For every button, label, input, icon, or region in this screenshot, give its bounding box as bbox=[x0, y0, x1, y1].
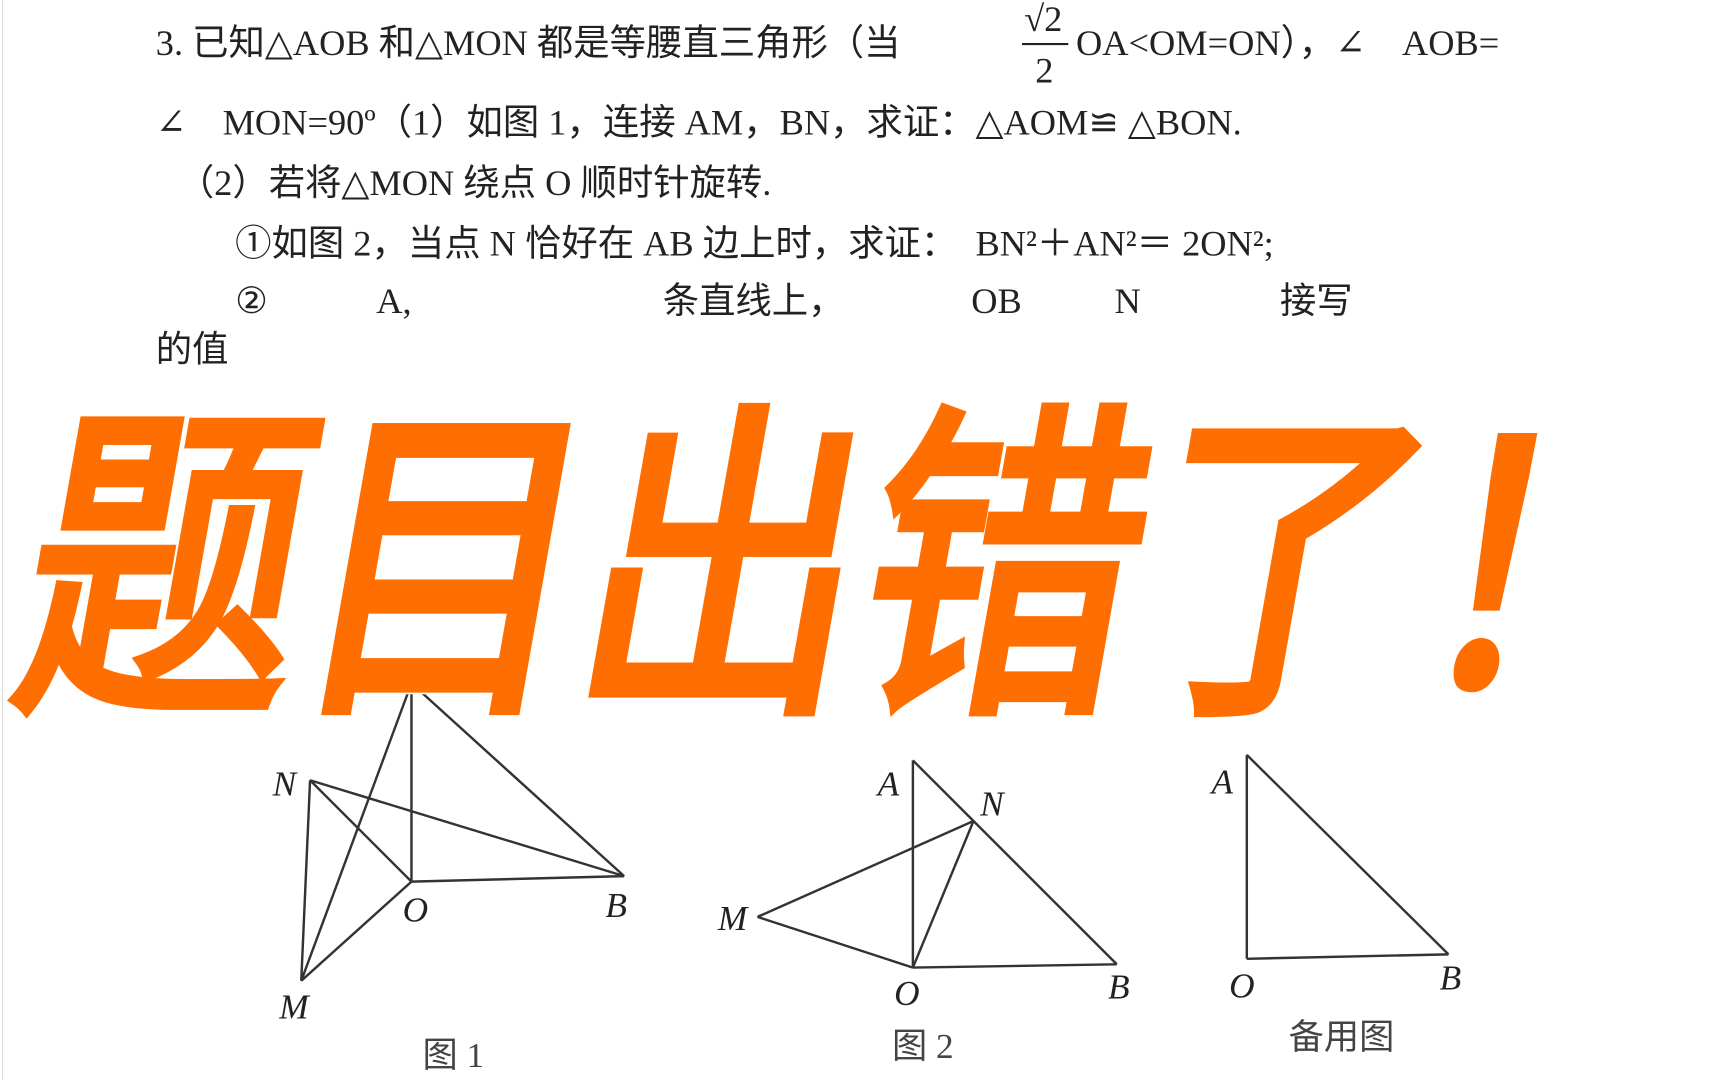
line2: ∠ MON=90º（1）如图 1，连接 AM，BN，求证：△AOM≌ △BON. bbox=[156, 102, 1242, 142]
label-b: B bbox=[1108, 967, 1130, 1006]
overlay-banner: 题目出错了！ bbox=[0, 377, 1731, 765]
label-b: B bbox=[1440, 959, 1462, 998]
figure-caption: 备用图 bbox=[1289, 1018, 1395, 1057]
line6-fragment: 的值 bbox=[156, 329, 229, 369]
label-b: B bbox=[605, 886, 627, 925]
label-n: N bbox=[979, 785, 1006, 824]
label-o: O bbox=[1229, 966, 1254, 1005]
line5-fragment: A, bbox=[376, 281, 411, 321]
line5-fragment: N bbox=[1115, 281, 1141, 321]
figure-spare: A O B 备用图 bbox=[1210, 754, 1462, 1057]
label-o: O bbox=[403, 890, 428, 929]
label-a: A bbox=[1210, 762, 1234, 801]
line5-fragment: ② bbox=[235, 281, 268, 321]
line5-fragment: 接写 bbox=[1280, 281, 1353, 321]
label-o: O bbox=[894, 974, 919, 1013]
problem-text: 3. 已知△AOB 和△MON 都是等腰直三角形（当 √2 2 OA<OM=ON… bbox=[156, 0, 1499, 369]
line4: ①如图 2，当点 N 恰好在 AB 边上时，求证： BN²＋AN²＝ 2ON²; bbox=[235, 224, 1274, 264]
fraction-numerator: √2 bbox=[1024, 0, 1062, 39]
line1-end: OA<OM=ON），∠ AOB= bbox=[1076, 23, 1499, 63]
label-m: M bbox=[717, 899, 749, 938]
figure-1: N O B M 图 1 bbox=[272, 682, 627, 1075]
figure-caption: 图 1 bbox=[422, 1036, 484, 1075]
figure-caption: 图 2 bbox=[892, 1027, 954, 1066]
line1-start: 3. 已知△AOB 和△MON 都是等腰直三角形（当 bbox=[156, 23, 901, 63]
overlay-text: 题目出错了！ bbox=[0, 379, 1731, 764]
label-m: M bbox=[278, 987, 310, 1026]
line3: （2）若将△MON 绕点 O 顺时针旋转. bbox=[178, 163, 772, 203]
line5-fragment: 条直线上， bbox=[663, 281, 845, 321]
line5-fragment: OB bbox=[971, 281, 1022, 321]
fraction-denominator: 2 bbox=[1035, 51, 1053, 91]
figure-2: A N M O B 图 2 bbox=[717, 759, 1130, 1066]
label-n: N bbox=[272, 765, 299, 804]
label-a: A bbox=[876, 765, 900, 804]
